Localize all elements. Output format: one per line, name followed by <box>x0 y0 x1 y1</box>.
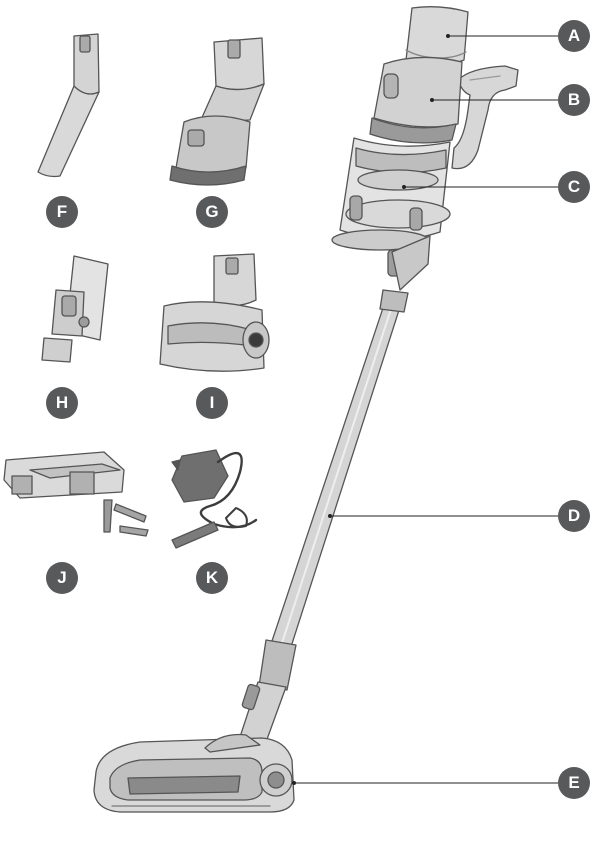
dust-bin <box>332 138 450 250</box>
wall-mount-bracket <box>4 452 148 536</box>
mini-turbo-brush <box>160 254 269 371</box>
label-d: D <box>558 500 590 532</box>
charger-adapter <box>172 450 256 548</box>
label-a: A <box>558 20 590 52</box>
crevice-tool <box>38 34 99 177</box>
neck-collar <box>259 640 296 690</box>
label-e: E <box>558 767 590 799</box>
label-f: F <box>46 196 78 228</box>
wand-tube <box>270 305 400 650</box>
leader-dot-a <box>446 34 450 38</box>
label-b: B <box>558 84 590 116</box>
dusting-brush <box>170 38 264 185</box>
label-g: G <box>196 196 228 228</box>
leader-dot-e <box>292 781 296 785</box>
label-k: K <box>196 562 228 594</box>
label-c: C <box>558 171 590 203</box>
leader-dot-d <box>328 514 332 518</box>
wand-collar <box>380 290 408 312</box>
floor-head <box>94 735 294 812</box>
leader-dot-c <box>402 185 406 189</box>
label-h: H <box>46 387 78 419</box>
label-i: I <box>196 387 228 419</box>
power-button <box>384 74 398 98</box>
accessory-adapter <box>42 256 108 362</box>
leader-dot-b <box>430 98 434 102</box>
label-j: J <box>46 562 78 594</box>
handle-grip <box>452 66 518 169</box>
